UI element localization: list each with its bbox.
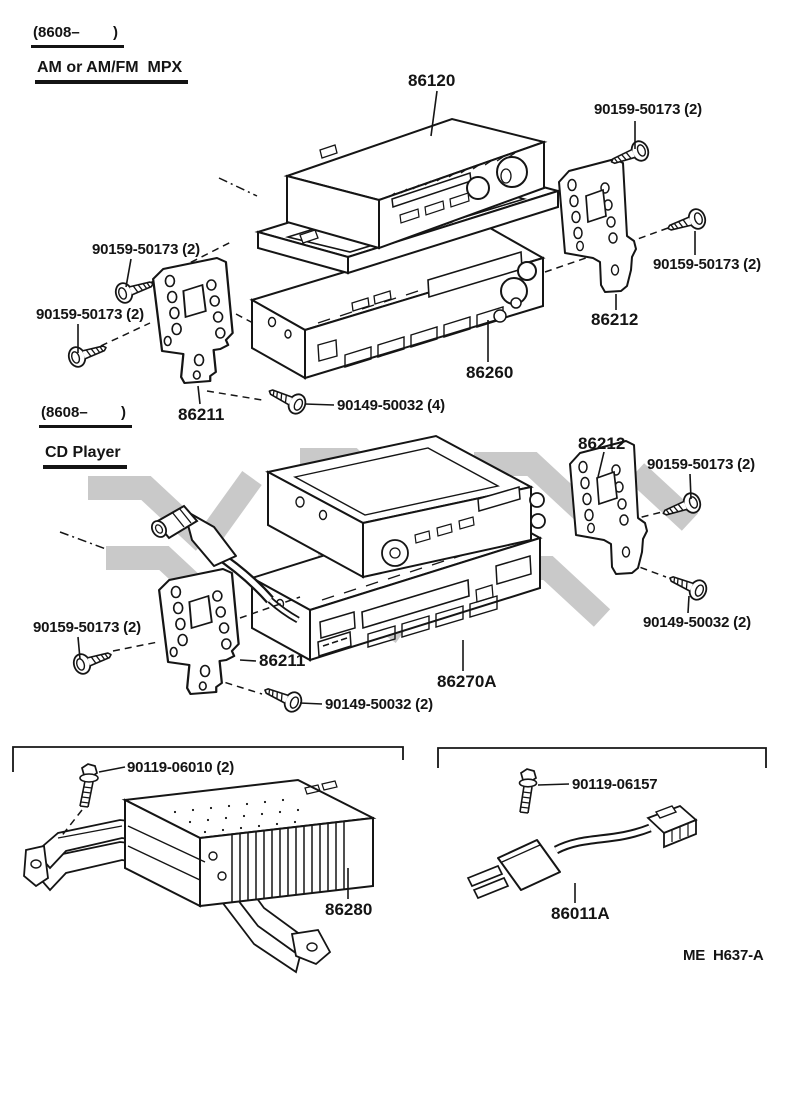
leader-lines-amfm: [77, 90, 696, 406]
part-label-86280: 86280: [325, 900, 373, 919]
screw-icon: [260, 679, 306, 716]
leader-lines-filter: [537, 783, 576, 903]
part-label-screw-right-mid: 90159-50173 (2): [653, 256, 761, 273]
part-label-bolt-amp: 90119-06010 (2): [127, 759, 235, 776]
section-cd-range: (8608– ): [39, 404, 133, 428]
part-label-86120: 86120: [408, 71, 456, 90]
part-label-86212-cd: 86212: [578, 434, 626, 453]
deck-86260-drawing: [249, 226, 546, 380]
part-label-screw-bottom-amfm: 90149-50032 (4): [337, 397, 445, 414]
part-label-86212-top: 86212: [591, 310, 639, 329]
part-label-bolt-filter: 90119-06157: [572, 776, 658, 793]
amplifier-86280-drawing: [121, 778, 377, 908]
screw-icon: [65, 337, 110, 370]
bracket-86211-cd: [157, 567, 240, 696]
section-frame-right: [437, 747, 767, 768]
section-amfm-title: AM or AM/FM MPX: [35, 58, 189, 85]
screw-icon: [264, 381, 310, 418]
part-label-screw-left-upper: 90159-50173 (2): [92, 241, 200, 258]
section-frame-left: [12, 746, 404, 772]
part-label-86211-top: 86211: [178, 405, 225, 424]
part-label-screw-top-right: 90159-50173 (2): [594, 101, 702, 118]
section-amfm-drawing: [65, 90, 709, 418]
part-label-86011a: 86011A: [551, 904, 610, 923]
bracket-86212-top: [558, 158, 637, 293]
part-label-screw-cd-bottom: 90149-50032 (2): [325, 696, 433, 713]
part-label-86270a: 86270A: [437, 672, 497, 691]
leader-lines-amp: [98, 766, 349, 899]
drawing-code: ME H637-A: [683, 947, 764, 964]
part-label-screw-left-lower: 90159-50173 (2): [36, 306, 144, 323]
bolt-icon: [79, 763, 99, 808]
vent-dots: [173, 798, 300, 834]
noise-filter-86011a-drawing: [466, 804, 698, 900]
part-label-screw-cd-left: 90159-50173 (2): [33, 619, 141, 636]
screw-icon: [664, 206, 709, 239]
section-cd-title: CD Player: [43, 443, 127, 470]
bracket-86212-cd: [569, 440, 648, 575]
section-amplifier-drawing: [12, 746, 404, 974]
part-label-86211-cd: 86211: [259, 651, 306, 670]
screw-icon: [112, 273, 157, 306]
part-label-screw-cd-right-lower: 90149-50032 (2): [643, 614, 751, 631]
screw-icon: [70, 644, 115, 677]
section-amfm-range: (8608– ): [31, 24, 125, 48]
antenna-plug-drawing: [150, 504, 300, 624]
part-label-screw-cd-right: 90159-50173 (2): [647, 456, 755, 473]
cd-player-unit-drawing: [265, 434, 546, 579]
section-cd-drawing: [59, 434, 711, 716]
radio-86120-drawing: [283, 117, 548, 250]
bolt-icon: [518, 768, 538, 814]
leader-lines-cd: [77, 451, 692, 705]
part-label-86260: 86260: [466, 363, 514, 382]
screw-icon: [665, 567, 711, 604]
bracket-86211-top: [151, 256, 234, 385]
section-filter-drawing: [437, 747, 767, 903]
